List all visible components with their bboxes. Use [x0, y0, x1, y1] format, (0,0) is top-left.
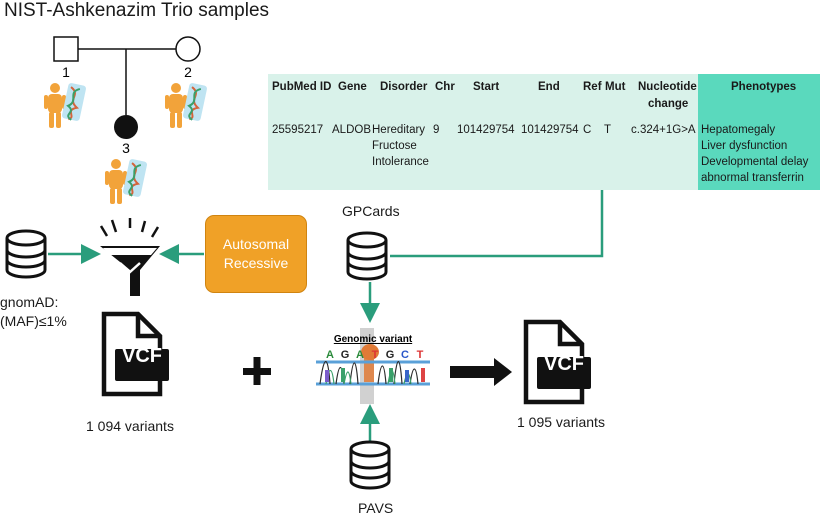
cell-disorder: Hereditary Fructose Intolerance	[372, 122, 429, 170]
recessive-label: Recessive	[223, 255, 289, 271]
filter-funnel-icon	[99, 218, 160, 296]
variant-base: T	[417, 349, 424, 361]
vcf-right-label: VCF	[544, 353, 584, 375]
cell-end: 101429754	[521, 124, 579, 136]
header-change: change	[648, 98, 689, 110]
child-dna-icon	[104, 157, 149, 205]
header-pubmed: PubMed ID	[272, 81, 332, 93]
vcf-left-caption: 1 094 variants	[86, 418, 174, 434]
variant-table: PubMed ID Gene Disorder Chr Start End Re…	[268, 74, 820, 190]
cell-mut: T	[604, 124, 612, 136]
variant-base: A	[326, 349, 334, 361]
father-number: 1	[62, 64, 70, 80]
phenotypes-column-bg	[698, 74, 820, 190]
header-nucleotide: Nucleotide	[638, 81, 697, 93]
pavs-database-icon	[349, 440, 391, 490]
header-disorder: Disorder	[380, 81, 428, 93]
gnomad-label-2: (MAF)≤1%	[0, 313, 67, 329]
header-chr: Chr	[435, 81, 455, 93]
phenotype-item: Developmental delay	[701, 156, 809, 168]
disorder-line: Intolerance	[372, 156, 429, 168]
header-start: Start	[473, 81, 500, 93]
cell-nucleotide: c.324+1G>A	[631, 124, 696, 136]
mother-circle	[175, 36, 201, 62]
father-square	[53, 36, 79, 62]
header-gene: Gene	[338, 81, 367, 93]
mother-dna-icon	[164, 81, 209, 129]
gpcards-label: GPCards	[342, 203, 400, 219]
big-right-arrow	[450, 358, 512, 386]
vcf-right-caption: 1 095 variants	[517, 414, 605, 430]
pavs-label: PAVS	[358, 500, 394, 516]
gpcards-database-icon	[346, 231, 388, 281]
cell-start: 101429754	[457, 124, 515, 136]
cell-chr: 9	[433, 124, 440, 136]
gnomad-database-icon	[5, 229, 47, 279]
disorder-line: Fructose	[372, 140, 417, 152]
child-filled-circle	[114, 115, 138, 139]
phenotype-item: Hepatomegaly	[701, 124, 776, 136]
header-mut: Mut	[605, 81, 626, 93]
variant-base: C	[401, 349, 409, 361]
child-number: 3	[122, 140, 130, 156]
autosomal-recessive-box: Autosomal Recessive	[205, 215, 307, 293]
plus-icon	[243, 357, 271, 385]
pedigree-chart	[43, 36, 209, 205]
header-phenotypes: Phenotypes	[731, 81, 797, 93]
cell-gene: ALDOB	[332, 124, 371, 136]
phenotype-item: abnormal transferrin	[701, 172, 804, 184]
cell-ref: C	[583, 124, 592, 136]
genomic-variant-chromatogram	[316, 328, 430, 404]
header-end: End	[538, 81, 560, 93]
father-dna-icon	[43, 81, 88, 129]
vcf-left-label: VCF	[122, 345, 162, 367]
variant-base: A	[356, 349, 364, 361]
header-ref: Ref	[583, 81, 602, 93]
mother-number: 2	[184, 64, 192, 80]
gnomad-label-1: gnomAD:	[0, 294, 59, 310]
variant-base: G	[341, 349, 350, 361]
variant-base: T	[372, 349, 379, 361]
genomic-variant-title: Genomic variant	[334, 334, 413, 345]
cell-pubmed: 25595217	[272, 124, 324, 136]
figure-title: NIST-Ashkenazim Trio samples	[4, 0, 270, 21]
disorder-line: Hereditary	[372, 124, 426, 136]
variant-base: G	[386, 349, 395, 361]
autosomal-label: Autosomal	[222, 236, 290, 252]
phenotype-item: Liver dysfunction	[701, 140, 788, 152]
cell-phenotypes: Hepatomegaly Liver dysfunction Developme…	[701, 122, 808, 186]
